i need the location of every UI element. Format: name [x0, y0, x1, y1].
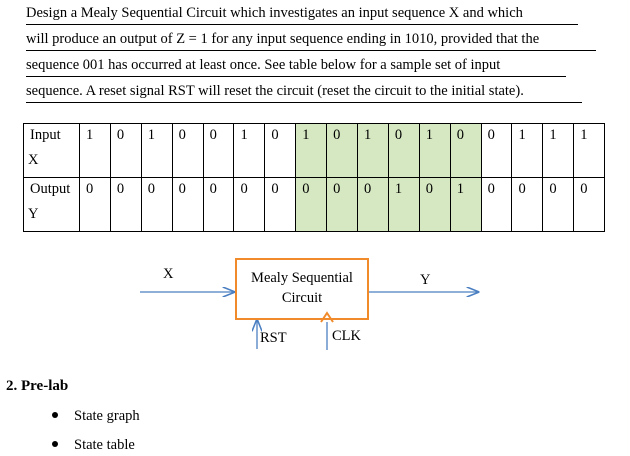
cell-value: 0	[209, 181, 217, 197]
clock-label: CLK	[332, 328, 361, 344]
output-label: Y	[420, 272, 431, 288]
cell-value: 0	[487, 127, 495, 143]
table-cell: 0	[326, 177, 359, 232]
prelab-item-label: State graph	[74, 408, 140, 424]
rule-line	[26, 76, 566, 77]
prelab-item: State table	[52, 437, 135, 454]
cell-value: 1	[456, 181, 464, 197]
table-cell: 0	[357, 177, 389, 232]
cell-value: 0	[425, 181, 434, 197]
cell-value: 0	[456, 127, 464, 143]
row-header-bottom: Y	[28, 206, 39, 222]
table-cell: 0	[511, 177, 544, 232]
cell-value: 0	[333, 181, 341, 197]
cell-value: 0	[147, 181, 156, 197]
cell-value: 0	[394, 127, 403, 143]
rule-line	[26, 24, 578, 25]
cell-value: 0	[86, 181, 94, 197]
table-cell: 0	[202, 177, 235, 232]
cell-value: 1	[147, 127, 156, 143]
table-cell: 0	[109, 123, 142, 178]
prelab-item-label: State table	[74, 437, 135, 453]
statement-line-4: sequence. A reset signal RST will reset …	[26, 83, 524, 99]
table-cell: 1	[387, 177, 420, 232]
block-title-line-1: Mealy Sequential	[251, 270, 353, 286]
prelab-item: State graph	[52, 408, 140, 425]
cell-value: 1	[86, 127, 94, 143]
table-cell: 0	[295, 177, 328, 232]
cell-value: 0	[178, 127, 186, 143]
cell-value: 1	[394, 181, 403, 197]
cell-value: 1	[364, 127, 372, 143]
cell-value: 0	[271, 127, 279, 143]
cell-value: 0	[518, 181, 526, 197]
row-header-top: Output	[30, 181, 71, 197]
cell-value: 0	[549, 181, 557, 197]
cell-value: 1	[302, 127, 310, 143]
cell-value: 0	[116, 127, 125, 143]
statement-line-3: sequence 001 has occurred at least once.…	[26, 57, 501, 73]
prelab-heading: 2. Pre-lab	[6, 378, 69, 394]
input-label: X	[163, 266, 174, 282]
mealy-circuit-block: Mealy Sequential Circuit	[235, 258, 369, 320]
table-cell: 0	[140, 177, 173, 232]
table-cell: 1	[449, 177, 482, 232]
cell-value: 0	[580, 181, 588, 197]
cell-value: 0	[209, 127, 217, 143]
table-cell: 0	[264, 123, 297, 178]
cell-value: 0	[240, 181, 248, 197]
cell-value: 0	[271, 181, 279, 197]
table-cell: 1	[418, 123, 451, 178]
cell-value: 1	[425, 127, 434, 143]
table-cell: 0	[387, 123, 420, 178]
table-cell: 1	[573, 123, 606, 178]
table-cell: 1	[357, 123, 389, 178]
cell-value: 0	[364, 181, 372, 197]
cell-value: 1	[549, 127, 557, 143]
statement-line-1: Design a Mealy Sequential Circuit which …	[26, 5, 523, 21]
rule-line	[26, 102, 582, 103]
cell-value: 0	[487, 181, 495, 197]
cell-value: 1	[240, 127, 248, 143]
cell-value: 0	[302, 181, 310, 197]
reset-label: RST	[260, 330, 287, 346]
bullet-icon	[52, 441, 58, 447]
rule-line	[26, 50, 596, 51]
bullet-icon	[52, 412, 58, 418]
block-title-line-2: Circuit	[281, 290, 323, 306]
row-header-top: Input	[30, 127, 61, 143]
cell-value: 0	[116, 181, 125, 197]
table-cell: 0	[573, 177, 606, 232]
cell-value: 0	[333, 127, 341, 143]
table-cell: 0	[326, 123, 359, 178]
row-header-bottom: X	[28, 152, 39, 168]
cell-value: 0	[178, 181, 186, 197]
statement-line-2: will produce an output of Z = 1 for any …	[26, 31, 540, 47]
table-cell: 1	[233, 123, 266, 178]
cell-value: 1	[518, 127, 526, 143]
table-cell: 0	[449, 123, 482, 178]
table-cell: 0	[264, 177, 297, 232]
cell-value: 1	[580, 127, 588, 143]
table-cell: 0	[418, 177, 451, 232]
